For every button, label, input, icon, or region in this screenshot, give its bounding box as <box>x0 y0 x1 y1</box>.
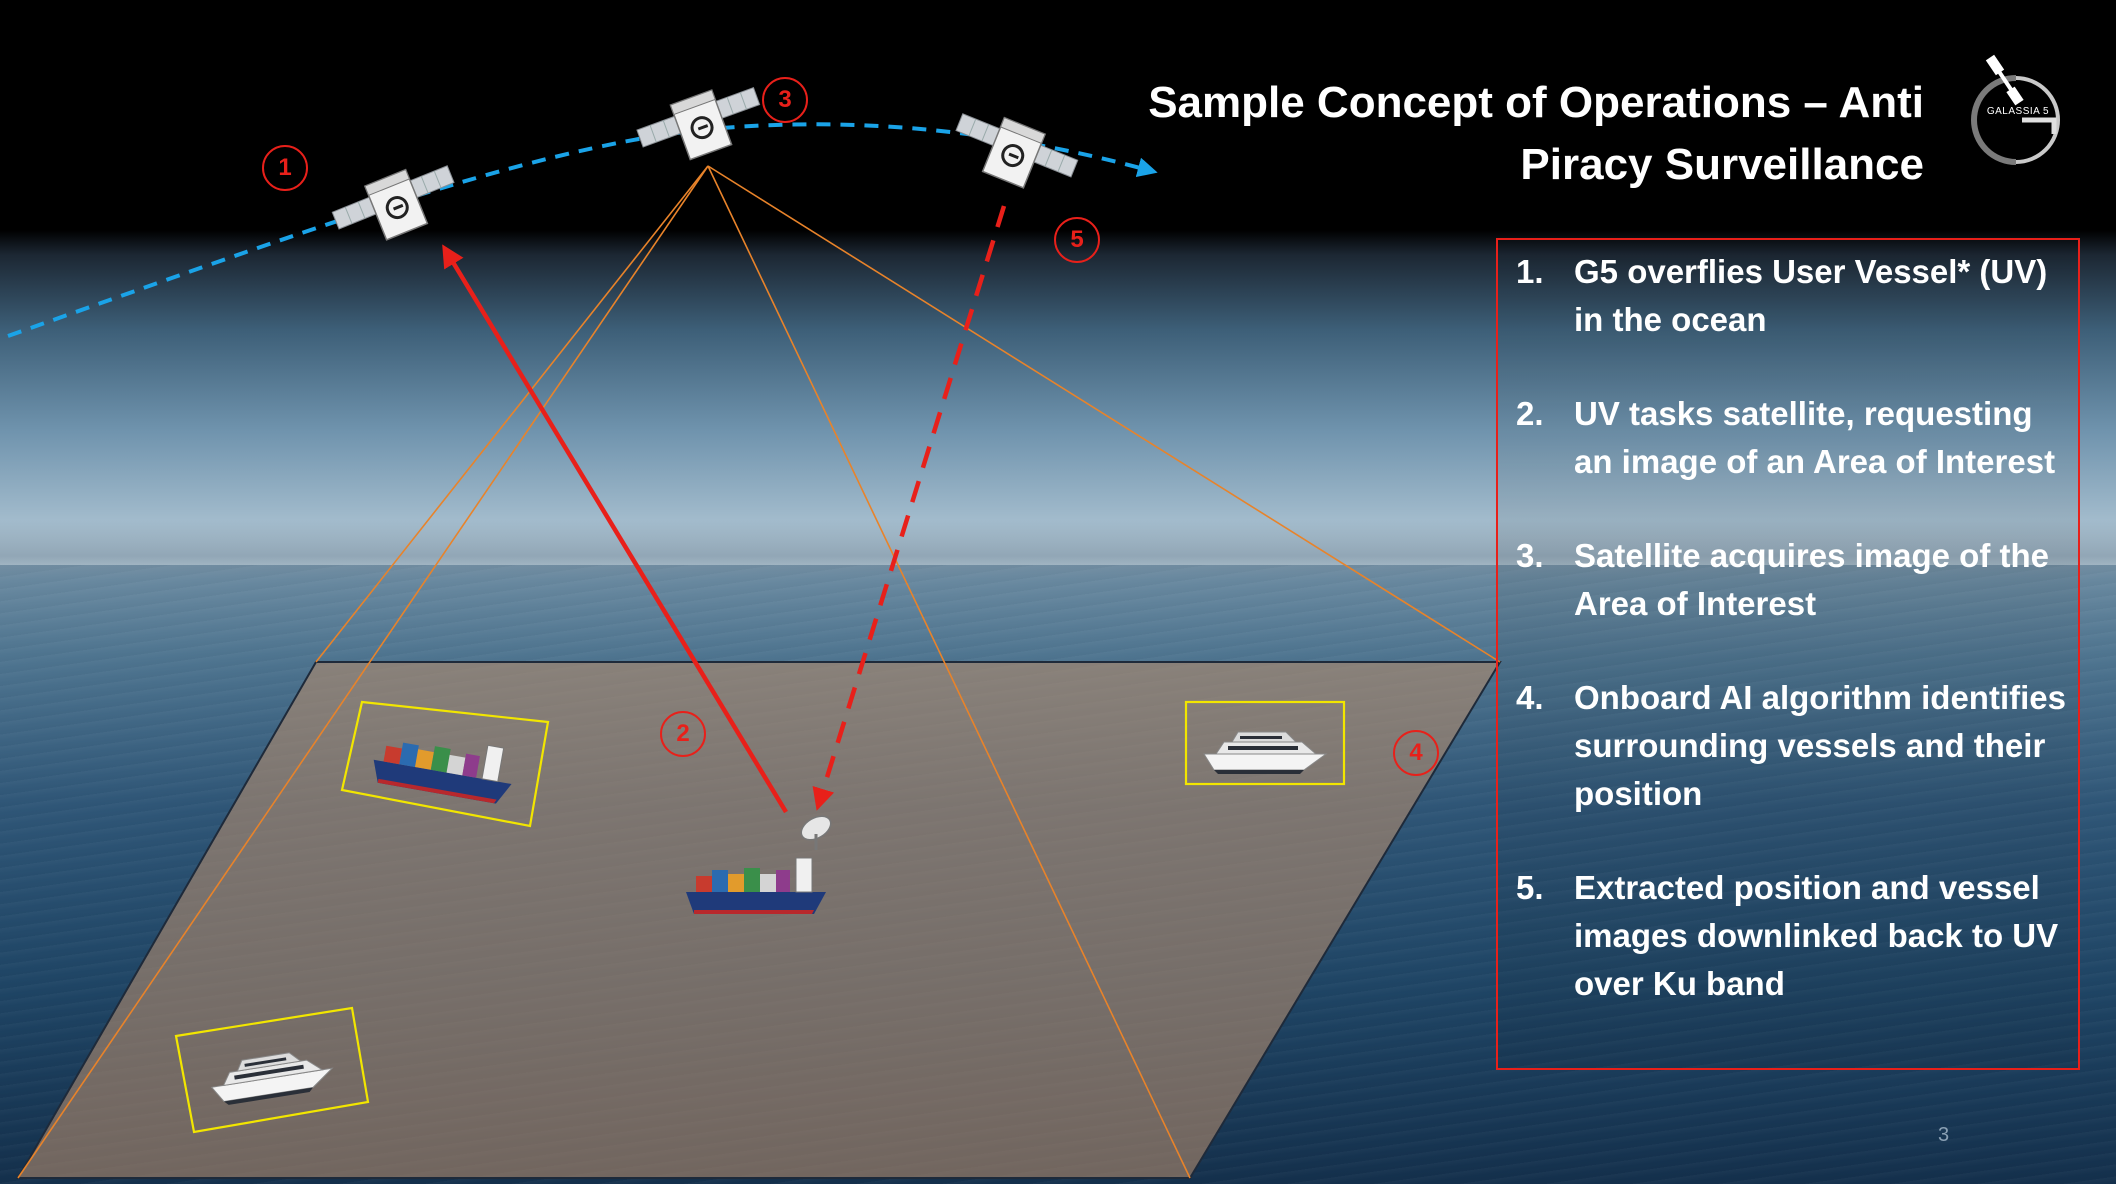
logo-text: GALASSIA 5 <box>1986 106 2050 117</box>
satellite-icon <box>326 153 466 257</box>
slide-title: Sample Concept of Operations – Anti Pira… <box>924 72 1924 196</box>
step-item: 5. Extracted position and vessel images d… <box>1516 864 2076 1008</box>
step-number: 2. <box>1516 395 1544 432</box>
step-item: 3. Satellite acquires image of the Area o… <box>1516 532 2076 628</box>
step-number: 3. <box>1516 537 1544 574</box>
satellite-dish-icon <box>800 815 832 850</box>
steps-panel: 1. G5 overflies User Vessel* (UV) in the … <box>1496 238 2080 1070</box>
step-item: 4. Onboard AI algorithm identifies surrou… <box>1516 674 2076 818</box>
detection-box-yacht-bottom <box>174 1006 370 1134</box>
horizon-haze <box>0 520 2116 580</box>
ku-band-downlink-arrow <box>812 205 1007 811</box>
step-text: UV tasks satellite, requesting an image … <box>1574 395 2056 480</box>
step-badge-5: 5 <box>1054 217 1100 263</box>
detection-box-yacht-right <box>1184 700 1346 786</box>
step-text: Satellite acquires image of the Area of … <box>1574 537 2049 622</box>
detection-box-cargo-ship <box>340 700 550 828</box>
step-text: Onboard AI algorithm identifies surround… <box>1574 679 2066 812</box>
title-line-2: Piracy Surveillance <box>1520 140 1924 189</box>
field-of-view-lines <box>17 165 1501 1179</box>
steps-list: 1. G5 overflies User Vessel* (UV) in the … <box>1516 248 2076 1054</box>
tasking-uplink-arrow <box>442 244 788 814</box>
step-item: 1. G5 overflies User Vessel* (UV) in the … <box>1516 248 2076 344</box>
step-badge-1: 1 <box>262 145 308 191</box>
step-badge-3: 3 <box>762 77 808 123</box>
step-text: Extracted position and vessel images dow… <box>1574 869 2059 1002</box>
step-number: 5. <box>1516 869 1544 906</box>
step-text: G5 overflies User Vessel* (UV) in the oc… <box>1574 253 2048 338</box>
title-line-1: Sample Concept of Operations – Anti <box>1148 78 1924 127</box>
step-item: 2. UV tasks satellite, requesting an imag… <box>1516 390 2076 486</box>
night-sky-background <box>0 0 2116 570</box>
step-number: 4. <box>1516 679 1544 716</box>
step-number: 1. <box>1516 253 1544 290</box>
step-badge-4: 4 <box>1393 730 1439 776</box>
page-number: 3 <box>1938 1124 1950 1146</box>
step-badge-2: 2 <box>660 711 706 757</box>
galassia-logo-icon <box>1971 54 2060 165</box>
